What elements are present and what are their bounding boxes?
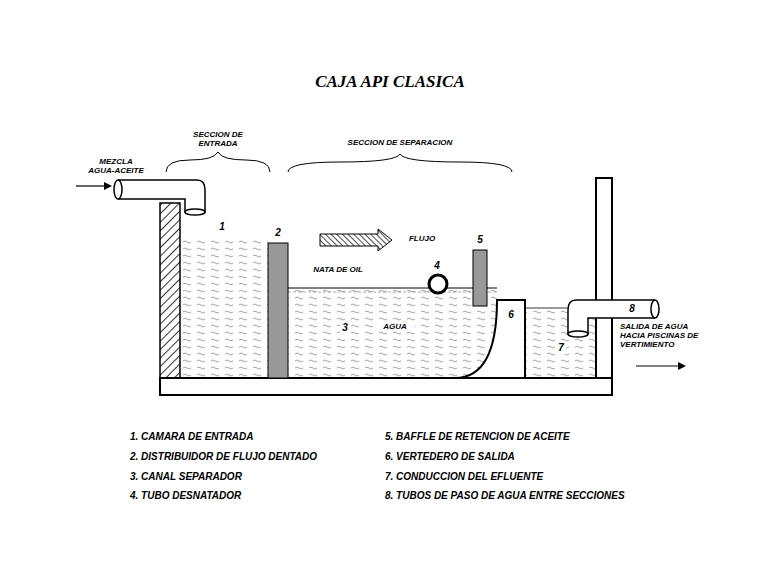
outlet-arrow xyxy=(678,362,686,370)
pipe-end xyxy=(185,209,205,215)
water-separator xyxy=(288,290,497,378)
pipe-end xyxy=(114,180,122,199)
diagram-title: CAJA API CLASICA xyxy=(315,72,465,92)
water-entrance xyxy=(180,238,268,378)
right-wall xyxy=(596,178,612,378)
oil-film xyxy=(288,292,497,293)
callout-number: 4 xyxy=(434,260,440,272)
inlet-arrow xyxy=(104,182,112,190)
callout-number: 3 xyxy=(340,322,350,334)
section-brace xyxy=(288,154,512,172)
legend-entry: 4. TUBO DESNATADOR xyxy=(130,490,241,502)
legend-entry: 1. CAMARA DE ENTRADA xyxy=(130,431,254,443)
callout-number: 6 xyxy=(508,309,514,321)
callout-number: 8 xyxy=(629,303,635,315)
part-label: NATA DE OIL xyxy=(303,265,373,274)
part-label: FLUJO xyxy=(402,234,442,243)
part-label: SECCION DE SEPARACION xyxy=(330,138,470,147)
part-label: MEZCLA AGUA-ACEITE xyxy=(86,157,146,175)
pipe-end xyxy=(568,331,588,337)
legend-entry: 5. BAFFLE DE RETENCION DE ACEITE xyxy=(385,431,570,443)
legend-entry: 8. TUBOS DE PASO DE AGUA ENTRE SECCIONES xyxy=(385,490,625,502)
flow-arrow xyxy=(320,229,392,251)
part-label: AGUA xyxy=(376,322,414,331)
inlet-arrow xyxy=(76,185,108,186)
legend-entry: 7. CONDUCCION DEL EFLUENTE xyxy=(385,471,543,483)
legend-entry: 3. CANAL SEPARADOR xyxy=(130,471,242,483)
section-brace xyxy=(166,152,270,172)
oil-film xyxy=(288,288,497,289)
inlet-pipe xyxy=(118,180,205,212)
legend-entry: 6. VERTEDERO DE SALIDA xyxy=(385,451,515,463)
pipe-end xyxy=(651,300,659,318)
skimmer-tube xyxy=(429,275,447,293)
floor-slab xyxy=(160,378,612,395)
outlet-weir xyxy=(455,300,525,378)
callout-number: 7 xyxy=(556,342,566,354)
outlet-arrow xyxy=(636,365,680,366)
part-label: SALIDA DE AGUA HACIA PISCINAS DE VERTIMI… xyxy=(620,322,706,350)
callout-number: 2 xyxy=(275,227,281,239)
callout-number: 5 xyxy=(477,234,483,246)
toothed-distributor xyxy=(268,243,288,378)
callout-number: 1 xyxy=(219,221,225,233)
part-label: SECCION DE ENTRADA xyxy=(183,130,253,148)
legend-entry: 2. DISTRIBUIDOR DE FLUJO DENTADO xyxy=(130,451,317,463)
left-wall xyxy=(160,203,180,378)
oil-baffle xyxy=(473,250,487,306)
